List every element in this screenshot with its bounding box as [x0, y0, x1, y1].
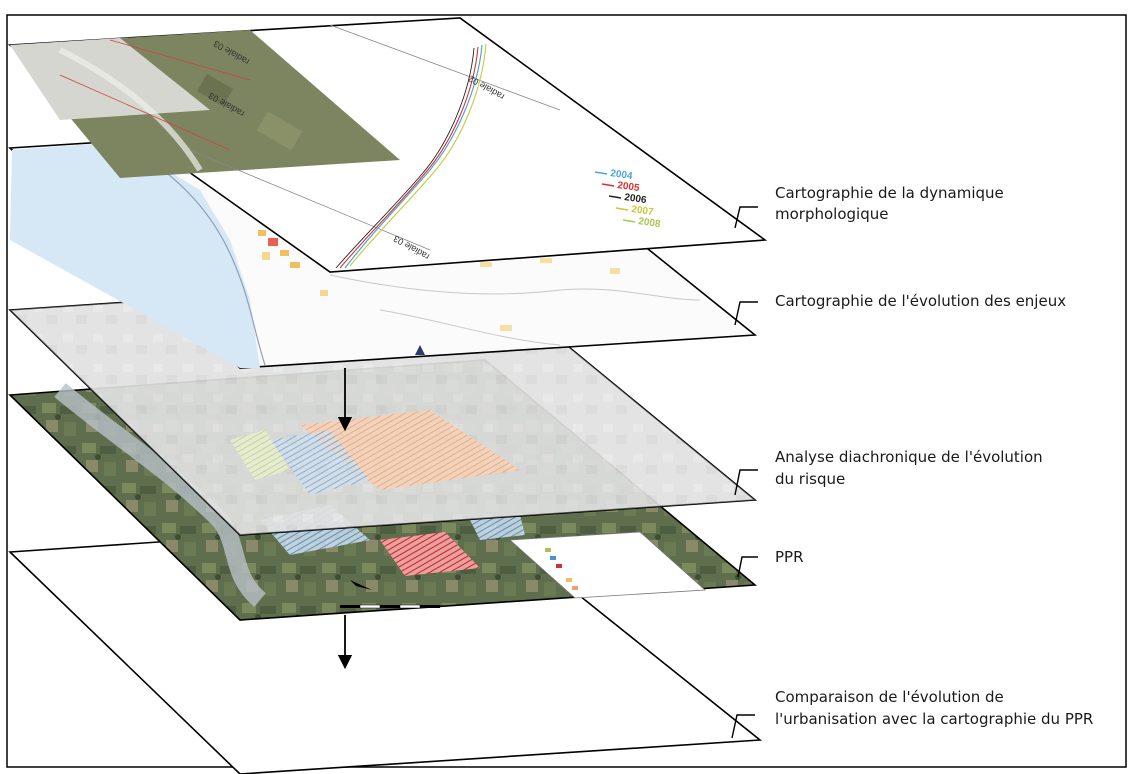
- morpho-shoreline-2005: [339, 46, 479, 269]
- morpho-aerial-field: [197, 73, 233, 107]
- figure-border: [6, 14, 1127, 768]
- morpho-legend-line-2006: [608, 195, 622, 199]
- morpho-transect-grey-2: [189, 149, 431, 251]
- enjeux-urban-patches: [258, 230, 620, 331]
- label-enjeux: Cartographie de l'évolution des enjeux: [775, 292, 1066, 310]
- label-comparaison: Comparaison de l'évolution de l'urbanisa…: [775, 688, 1093, 728]
- morpho-aerial-shore: [58, 47, 203, 172]
- ppr-blue-zone-2: [470, 515, 525, 540]
- morpho-transect-red-2: [59, 74, 231, 151]
- layer-morpho: radiale 02 radiale 03 radiale 03 radiale…: [7, 17, 768, 273]
- enjeux-north-arrow: [415, 345, 425, 355]
- ppr-river: [54, 383, 267, 607]
- enjeux-sea: [10, 142, 260, 368]
- morpho-legend-year-2004: 2004: [610, 168, 634, 182]
- label-ppr-line-1: PPR: [775, 548, 804, 566]
- morpho-legend-line-2007: [615, 207, 629, 211]
- morpho-shoreline-2006: [335, 47, 475, 269]
- label-comparaison-line-2: l'urbanisation avec la cartographie du P…: [775, 710, 1093, 728]
- morpho-legend-year-2006: 2006: [624, 192, 648, 206]
- morpho-legend-year-2008: 2008: [638, 216, 662, 230]
- ppr-red-zone: [380, 532, 480, 576]
- enjeux-label-pointer: [734, 301, 758, 326]
- morpho-legend-line-2005: [601, 183, 615, 187]
- morpho-transect-red-1: [109, 39, 251, 81]
- ppr-legend-swatch-red: [556, 564, 562, 568]
- enjeux-road-2: [379, 309, 561, 346]
- label-morpho: Cartographie de la dynamique morphologiq…: [775, 184, 1009, 223]
- label-diachro: Analyse diachronique de l'évolution du r…: [775, 448, 1047, 488]
- diachro-orange-zone: [300, 410, 520, 490]
- morpho-transect-grey-1: [329, 24, 561, 111]
- morpho-label-pointer: [734, 206, 758, 229]
- ppr-legend-swatch-orange: [572, 586, 578, 590]
- label-diachro-line-1: Analyse diachronique de l'évolution: [775, 448, 1043, 466]
- ppr-legend-swatch-green: [545, 548, 551, 552]
- label-morpho-line-1: Cartographie de la dynamique: [775, 184, 1004, 202]
- diachro-label-pointer: [734, 469, 758, 496]
- morpho-legend-line-2008: [622, 219, 636, 223]
- ppr-legend-swatch-yellow: [566, 578, 572, 582]
- enjeux-road: [329, 274, 701, 301]
- diachro-blue-zone: [270, 430, 370, 495]
- comparaison-label-pointer: [731, 714, 755, 739]
- label-enjeux-line-1: Cartographie de l'évolution des enjeux: [775, 292, 1066, 310]
- ppr-scale-bar: [340, 604, 440, 609]
- morpho-legend-line-2004: [594, 171, 608, 175]
- ppr-legend-panel: [509, 531, 706, 599]
- morpho-shoreline-2007: [349, 43, 487, 267]
- label-diachro-line-2: du risque: [775, 470, 845, 488]
- ppr-legend-swatch-blue: [550, 556, 556, 560]
- morpho-legend-year-2005: 2005: [617, 180, 641, 194]
- label-morpho-line-2: morphologique: [775, 205, 888, 223]
- label-comparaison-line-1: Comparaison de l'évolution de: [775, 688, 1004, 706]
- diachro-green-zone: [230, 430, 290, 480]
- morpho-aerial-field-2: [256, 111, 303, 151]
- morpho-legend-year-2007: 2007: [631, 204, 655, 218]
- label-ppr: PPR: [775, 548, 804, 566]
- ppr-label-pointer: [737, 556, 758, 578]
- ppr-north-arrow: [350, 580, 372, 590]
- morpho-shoreline-2004: [344, 44, 483, 269]
